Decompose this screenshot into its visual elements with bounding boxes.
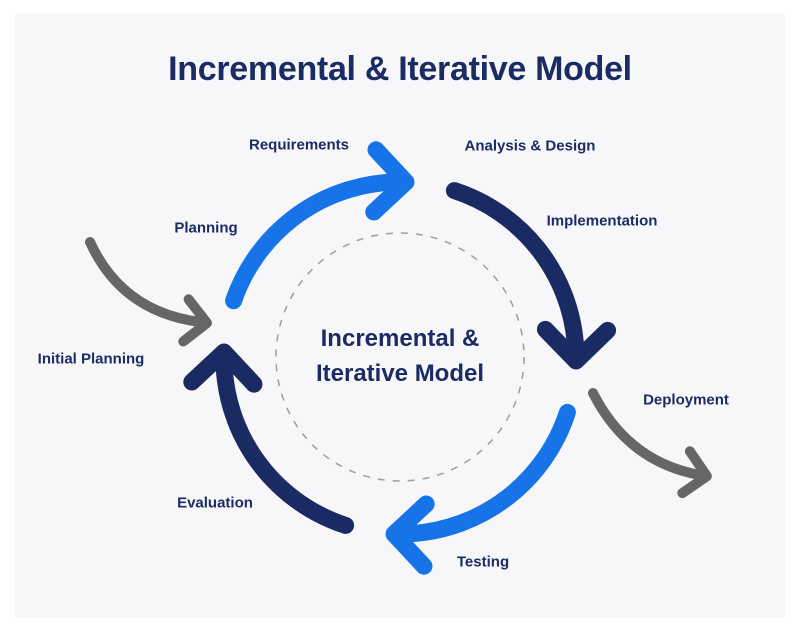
stage-label-requirements: Requirements [248, 136, 350, 154]
diagram-title: Incremental & Iterative Model [168, 50, 632, 88]
arc-testing-to-evaluation-arrowhead-icon [183, 343, 263, 393]
arc-planning-to-requirements-shaft [225, 173, 397, 310]
center-label: Incremental & Iterative Model [0, 321, 800, 391]
entry-arrow [85, 237, 212, 347]
exit-arrow [588, 388, 712, 499]
arc-design-to-implementation [445, 182, 617, 370]
exit-arrowhead-icon [677, 446, 712, 499]
stage-label-testing: Testing [456, 553, 510, 571]
stage-label-evaluation: Evaluation [177, 494, 253, 512]
center-label-line1: Incremental & [320, 325, 480, 352]
arc-design-to-implementation-shaft [445, 182, 584, 352]
entry-arrow-shaft [85, 237, 205, 327]
center-dashed-circle [275, 232, 525, 482]
arc-deployment-to-testing [385, 403, 576, 575]
stage-label-planning: Planning [174, 219, 238, 237]
arc-testing-to-evaluation [183, 343, 355, 534]
stage-label-initial-planning: Initial Planning [37, 350, 145, 368]
arc-planning-to-requirements-arrowhead-icon [365, 141, 415, 221]
entry-arrowhead-icon [178, 294, 212, 347]
center-label-line2: Iterative Model [315, 360, 485, 387]
arc-design-to-implementation-arrowhead-icon [536, 320, 617, 370]
arc-deployment-to-testing-shaft [403, 403, 576, 543]
arc-testing-to-evaluation-shaft [215, 361, 355, 534]
stage-label-analysis-design: Analysis & Design [464, 137, 596, 155]
stage-label-deployment: Deployment [643, 391, 729, 409]
arc-deployment-to-testing-arrowhead-icon [385, 495, 435, 575]
exit-arrow-shaft [588, 388, 705, 480]
arc-planning-to-requirements [225, 141, 415, 310]
stage-label-implementation: Implementation [546, 212, 658, 230]
